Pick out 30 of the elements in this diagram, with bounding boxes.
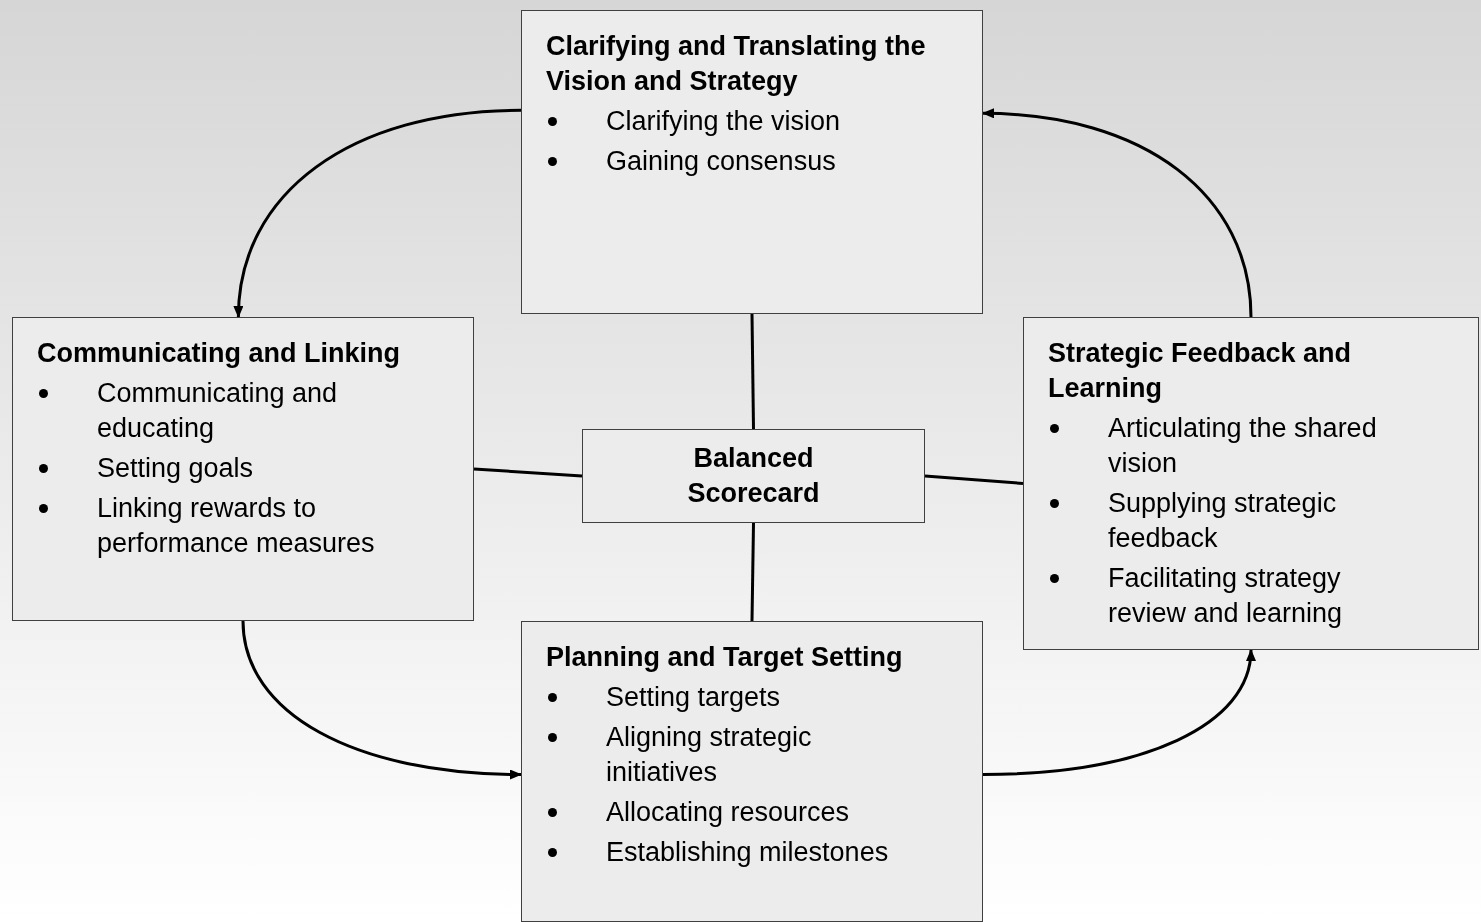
connector-line xyxy=(473,467,583,478)
box-heading: Strategic Feedback and Learning xyxy=(1048,337,1353,405)
box-heading: Planning and Target Setting xyxy=(546,641,904,674)
bullet-text: Gaining consensus xyxy=(606,146,836,176)
bullet-text: Supplying strategic feedback xyxy=(1108,488,1337,553)
process-box xyxy=(521,10,983,314)
box-heading: Communicating and Linking xyxy=(37,337,401,370)
process-box xyxy=(12,317,474,621)
bullet-text: Aligning strategic initiatives xyxy=(606,722,812,787)
process-box xyxy=(1023,317,1479,650)
bullet-text: Linking rewards to performance measures xyxy=(97,493,375,558)
bullet-text: Communicating and educating xyxy=(97,378,338,443)
connector-line xyxy=(750,522,755,622)
curved-arrow xyxy=(241,620,522,780)
box-heading: Clarifying and Translating the Vision and Strategy xyxy=(546,30,926,98)
connector-line xyxy=(924,474,1024,485)
connector-line xyxy=(750,313,755,430)
center-box xyxy=(582,429,925,523)
bullet-text: Clarifying the vision xyxy=(606,106,841,136)
curved-arrow xyxy=(234,108,522,318)
box-heading: Balanced Scorecard xyxy=(686,442,821,510)
bullet-text: Allocating resources xyxy=(606,797,850,827)
bullet-text: Articulating the shared vision xyxy=(1108,413,1377,478)
bullet-text: Establishing milestones xyxy=(606,837,889,867)
bullet-text: Facilitating strategy review and learning xyxy=(1108,563,1343,628)
bullet-text: Setting targets xyxy=(606,682,781,712)
curved-arrow xyxy=(982,108,1253,318)
bullet-text: Setting goals xyxy=(97,453,254,483)
curved-arrow xyxy=(982,649,1255,776)
process-box xyxy=(521,621,983,922)
